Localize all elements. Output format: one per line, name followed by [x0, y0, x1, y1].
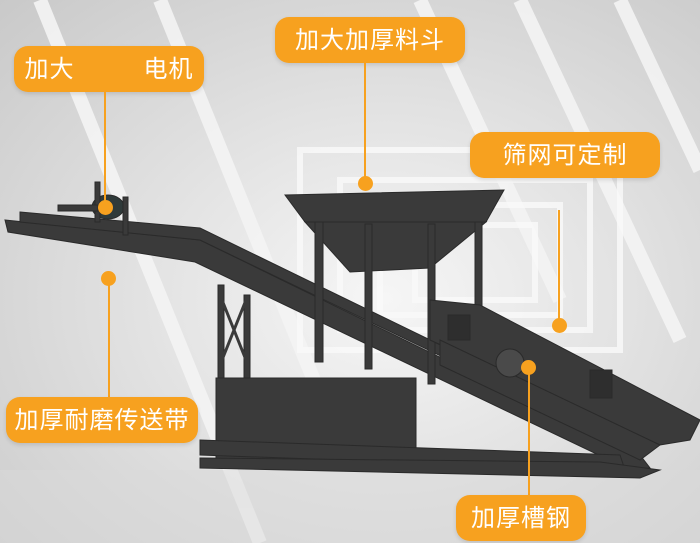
label-screen: 筛网可定制: [470, 132, 660, 178]
label-motor: 加大 电机: [14, 46, 204, 92]
channel-steel-dot: [521, 360, 536, 375]
label-belt: 加厚耐磨传送带: [6, 397, 198, 443]
motor-connector-line: [104, 92, 106, 202]
label-hopper: 加大加厚料斗: [275, 17, 465, 63]
channel-steel-connector-line: [528, 372, 530, 497]
hopper-connector-line: [364, 63, 366, 183]
hopper-dot: [358, 176, 373, 191]
belt-connector-line: [108, 282, 110, 398]
belt-dot: [101, 271, 116, 286]
motor-dot: [98, 200, 113, 215]
screen-connector-line: [558, 210, 560, 322]
label-channel-steel: 加厚槽钢: [456, 495, 586, 541]
screen-dot: [552, 318, 567, 333]
